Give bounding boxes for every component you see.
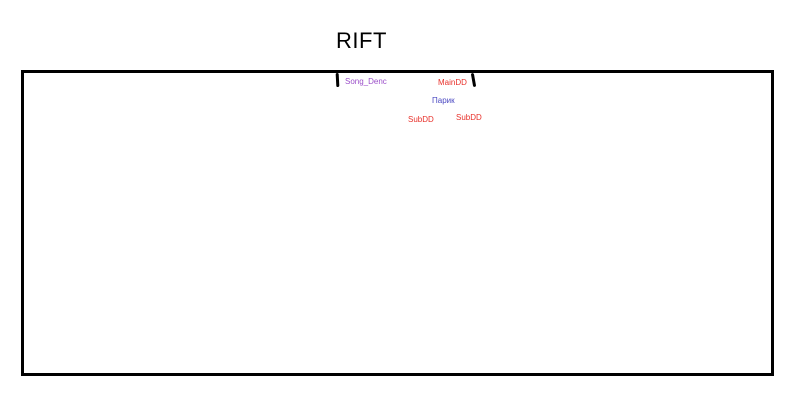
- parik-label: Парик: [432, 96, 455, 105]
- sub-dd-left-label: SubDD: [408, 115, 434, 124]
- rift-frame: [21, 70, 774, 376]
- main-dd-label: MainDD: [438, 78, 467, 87]
- song-denc-label: Song_Denc: [345, 77, 387, 86]
- sub-dd-right-label: SubDD: [456, 113, 482, 122]
- diagram-title: RIFT: [336, 28, 387, 53]
